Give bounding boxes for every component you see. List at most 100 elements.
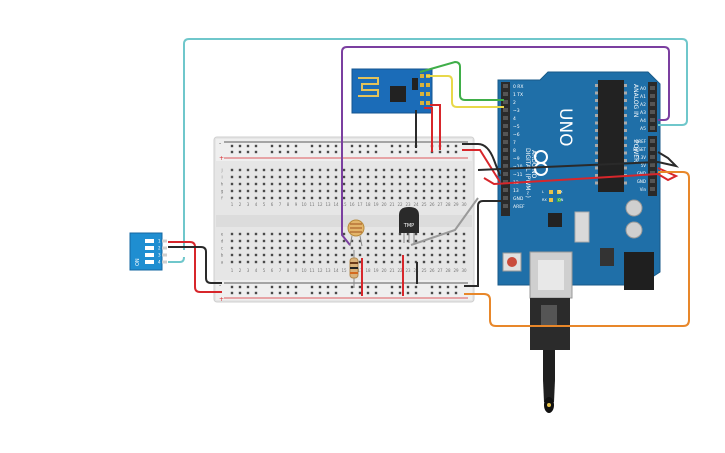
- esp01-pin[interactable]: [420, 74, 424, 78]
- digital-pin-socket[interactable]: [503, 156, 508, 160]
- rail-hole: [390, 291, 394, 295]
- digital-pin-socket[interactable]: [503, 196, 508, 200]
- digital-pin-socket[interactable]: [503, 172, 508, 176]
- analog-pin-socket[interactable]: [650, 126, 655, 130]
- temperature-sensor[interactable]: TMP: [399, 207, 419, 243]
- terminal-hole: [462, 182, 466, 186]
- terminal-hole: [446, 189, 450, 193]
- resistor[interactable]: [349, 250, 359, 288]
- rail-hole: [374, 285, 378, 289]
- row-label: i: [221, 175, 222, 180]
- column-label: 25: [421, 202, 427, 207]
- digital-pin-socket[interactable]: [503, 132, 508, 136]
- digital-pin-socket[interactable]: [503, 116, 508, 120]
- dip-toggle[interactable]: [145, 260, 154, 264]
- power-pin-socket[interactable]: [650, 187, 655, 191]
- rail-hole: [326, 144, 330, 148]
- esp01-wifi-module[interactable]: [351, 68, 433, 114]
- esp01-pin[interactable]: [420, 92, 424, 96]
- terminal-hole: [230, 232, 234, 236]
- terminal-hole: [390, 168, 394, 172]
- digital-pin-socket[interactable]: [503, 204, 508, 208]
- dip-switch-on-label: ON: [135, 258, 141, 266]
- wire-black-dip-to-rail: [168, 246, 222, 284]
- esp01-pin[interactable]: [420, 83, 424, 87]
- breadboard[interactable]: - + - + 11223344556677889910101111121213…: [213, 136, 475, 303]
- terminal-hole: [318, 189, 322, 193]
- rail-hole: [318, 144, 322, 148]
- terminal-hole: [422, 253, 426, 257]
- terminal-hole: [462, 175, 466, 179]
- analog-pin-socket[interactable]: [650, 94, 655, 98]
- column-label: 15: [341, 268, 347, 273]
- terminal-hole: [462, 189, 466, 193]
- power-pin-socket[interactable]: [650, 155, 655, 159]
- dip-toggle[interactable]: [145, 246, 154, 250]
- power-pin-socket[interactable]: [650, 147, 655, 151]
- wire-orange-rail-to-vin: [464, 171, 690, 327]
- analog-pin-socket[interactable]: [650, 118, 655, 122]
- power-pin-socket[interactable]: [650, 139, 655, 143]
- column-label: 4: [255, 202, 258, 207]
- wire-cyan-dip-short: [168, 256, 185, 263]
- power-pin-socket[interactable]: [650, 163, 655, 167]
- analog-pin-socket[interactable]: [650, 110, 655, 114]
- digital-pin-socket[interactable]: [503, 140, 508, 144]
- breadboard-center-gap: [216, 215, 472, 227]
- power-pin-label: GND: [637, 179, 646, 184]
- terminal-hole: [310, 168, 314, 172]
- digital-pin-socket[interactable]: [503, 84, 508, 88]
- digital-pin-socket[interactable]: [503, 188, 508, 192]
- digital-pin-socket[interactable]: [503, 100, 508, 104]
- chip-leg: [595, 114, 598, 117]
- analog-pin-socket[interactable]: [650, 86, 655, 90]
- terminal-hole: [238, 246, 242, 250]
- terminal-hole: [302, 175, 306, 179]
- dip-position-label: 3: [158, 253, 161, 258]
- terminal-hole: [230, 246, 234, 250]
- reset-button-cap[interactable]: [507, 257, 517, 267]
- digital-pin-socket[interactable]: [503, 108, 508, 112]
- row-label: c: [221, 246, 223, 251]
- column-label: 26: [429, 202, 435, 207]
- usb-cable[interactable]: [530, 298, 570, 413]
- photoresistor[interactable]: [347, 219, 365, 247]
- terminal-hole: [398, 189, 402, 193]
- digital-pin-label: 8: [513, 148, 516, 154]
- digital-pin-socket[interactable]: [503, 124, 508, 128]
- terminal-hole: [246, 168, 250, 172]
- analog-pin-socket[interactable]: [650, 102, 655, 106]
- digital-pin-socket[interactable]: [503, 164, 508, 168]
- terminal-hole: [382, 182, 386, 186]
- esp01-pin[interactable]: [426, 83, 430, 87]
- power-jack[interactable]: [624, 252, 654, 290]
- terminal-hole: [414, 168, 418, 172]
- terminal-hole: [254, 260, 258, 264]
- rail-hole: [406, 150, 410, 154]
- power-pin-socket[interactable]: [650, 179, 655, 183]
- esp01-pin[interactable]: [426, 92, 430, 96]
- rail-hole: [438, 150, 442, 154]
- terminal-hole: [382, 196, 386, 200]
- rail-hole: [238, 144, 242, 148]
- terminal-hole: [278, 253, 282, 257]
- esp01-pin[interactable]: [420, 101, 424, 105]
- crystal-oscillator: [574, 211, 590, 243]
- power-pin-socket[interactable]: [650, 171, 655, 175]
- wires[interactable]: [168, 38, 690, 327]
- power-pin-label: IOREF: [634, 139, 647, 144]
- terminal-hole: [254, 232, 258, 236]
- dip-toggle[interactable]: [145, 239, 154, 243]
- digital-pin-socket[interactable]: [503, 148, 508, 152]
- rail-hole: [430, 291, 434, 295]
- terminal-hole: [262, 175, 266, 179]
- terminal-hole: [310, 182, 314, 186]
- dip-toggle[interactable]: [145, 253, 154, 257]
- digital-pin-label: ~9: [513, 156, 520, 162]
- esp01-pin[interactable]: [426, 101, 430, 105]
- digital-pin-socket[interactable]: [503, 180, 508, 184]
- digital-pin-socket[interactable]: [503, 92, 508, 96]
- terminal-hole: [254, 239, 258, 243]
